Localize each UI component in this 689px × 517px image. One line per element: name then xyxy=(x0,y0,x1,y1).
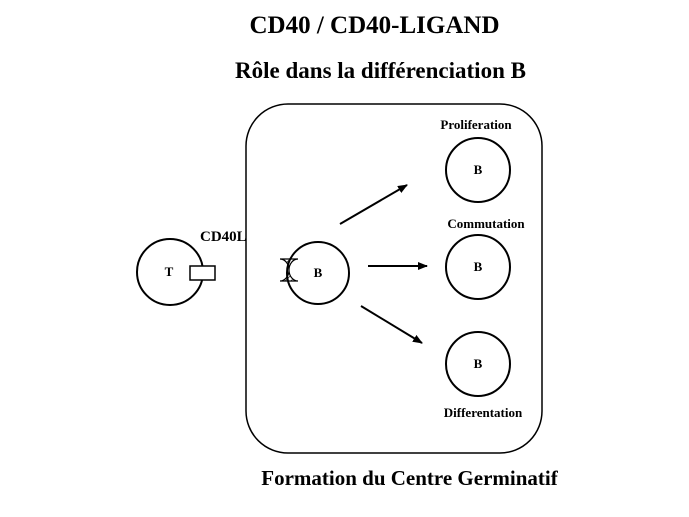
outcome-label-differentation: Differentation xyxy=(444,405,523,420)
footer-caption: Formation du Centre Germinatif xyxy=(261,466,558,490)
b-cell-commutation-label: B xyxy=(474,259,483,274)
outcome-label-commutation: Commutation xyxy=(447,216,525,231)
outcome-label-proliferation: Proliferation xyxy=(440,117,512,132)
b-cell-proliferation xyxy=(445,137,511,203)
b-cell-central xyxy=(286,241,350,305)
b-cell-central-label: B xyxy=(314,265,323,280)
cd40l-receptor xyxy=(189,265,216,281)
b-cell-commutation xyxy=(445,234,511,300)
b-cell-proliferation-label: B xyxy=(474,162,483,177)
germinal-center-box xyxy=(245,103,543,454)
b-cell-differentation-label: B xyxy=(474,356,483,371)
arrow-differentation xyxy=(360,305,423,344)
b-cell-differentation xyxy=(445,331,511,397)
page-title: CD40 / CD40-LIGAND xyxy=(249,12,500,39)
cd40l-label: CD40L xyxy=(200,229,247,245)
page-subtitle: Rôle dans la différenciation B xyxy=(235,58,526,83)
arrow-proliferation xyxy=(339,184,408,225)
cd40-receptor xyxy=(279,258,299,282)
t-cell-label: T xyxy=(165,264,174,279)
